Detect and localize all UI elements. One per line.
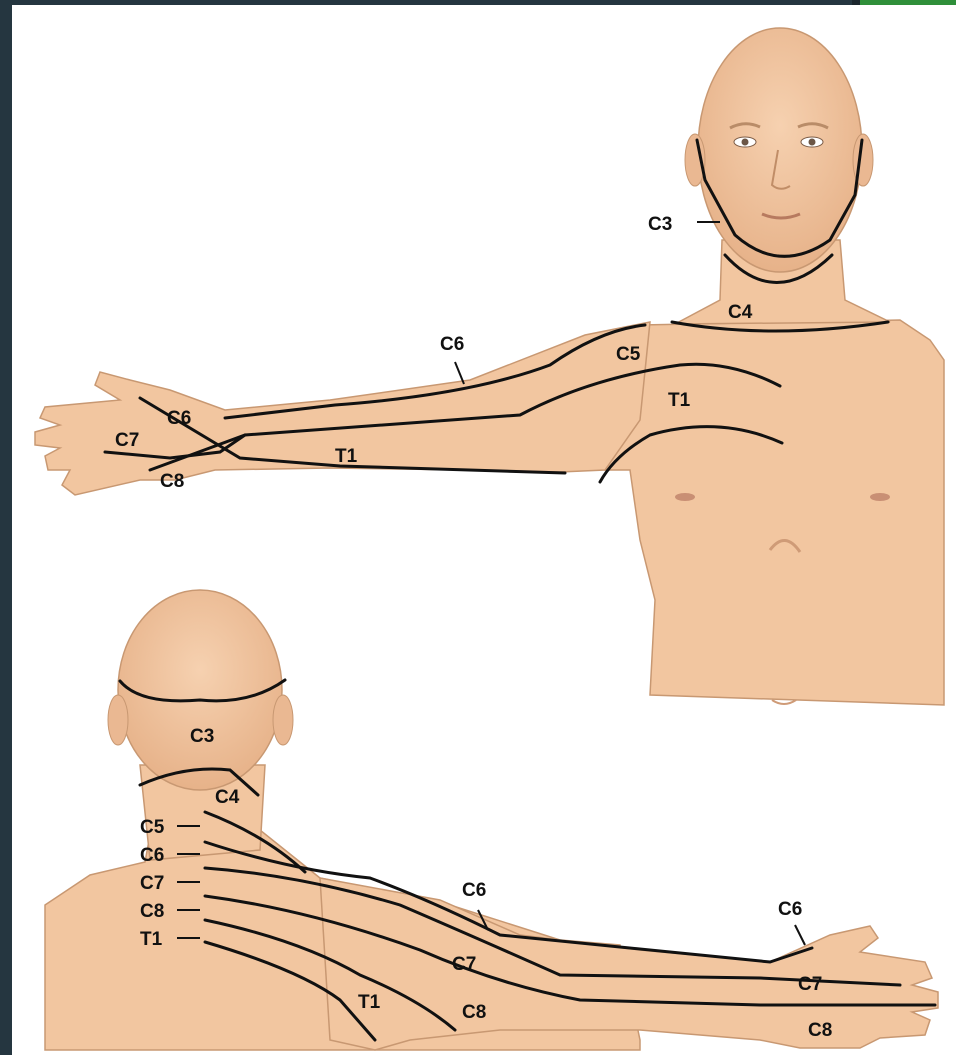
front-label-c7-hand: C7 <box>115 430 139 451</box>
back-c6-hand-tick <box>795 925 805 945</box>
right-pupil <box>809 139 816 146</box>
back-label-t1: T1 <box>140 929 163 950</box>
back-label-c7-upper-arm: C7 <box>452 954 476 975</box>
front-label-c6-arm: C6 <box>440 334 464 355</box>
back-label-t1-upper-arm: T1 <box>358 992 381 1013</box>
back-label-c8: C8 <box>140 901 164 922</box>
back-head <box>118 590 282 790</box>
front-label-c4: C4 <box>728 302 753 323</box>
back-label-c8-hand: C8 <box>808 1020 832 1041</box>
navel <box>772 700 796 704</box>
back-label-c7: C7 <box>140 873 164 894</box>
front-torso <box>605 320 944 705</box>
front-label-c6-hand: C6 <box>167 408 191 429</box>
front-arm <box>35 322 650 495</box>
back-right-ear <box>273 695 293 745</box>
back-label-c8-forearm: C8 <box>462 1002 486 1023</box>
front-label-t1-arm: T1 <box>335 446 358 467</box>
right-nipple <box>870 493 890 501</box>
front-label-c3: C3 <box>648 214 672 235</box>
back-label-c6-hand: C6 <box>778 899 802 920</box>
front-c6-tick <box>455 362 464 384</box>
back-label-c6-upper-arm: C6 <box>462 880 486 901</box>
front-label-t1-chest: T1 <box>668 390 691 411</box>
left-nipple <box>675 493 695 501</box>
back-label-c6: C6 <box>140 845 164 866</box>
front-head <box>698 28 862 272</box>
back-arm <box>320 878 938 1050</box>
back-label-c5: C5 <box>140 817 165 838</box>
back-label-c7-hand: C7 <box>798 974 822 995</box>
back-label-c4: C4 <box>215 787 240 808</box>
back-label-c3: C3 <box>190 726 214 747</box>
front-label-c8-hand: C8 <box>160 471 184 492</box>
front-label-c5: C5 <box>616 344 641 365</box>
left-pupil <box>742 139 749 146</box>
back-left-ear <box>108 695 128 745</box>
